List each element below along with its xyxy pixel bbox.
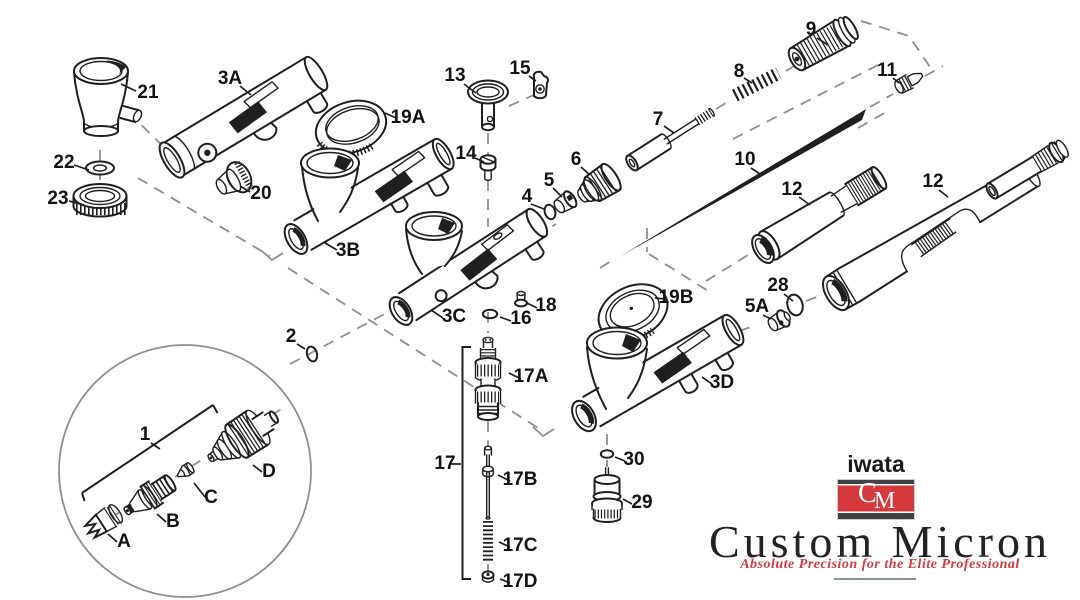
part-3C-cup-funnel	[405, 211, 463, 275]
part-label-16: 16	[510, 308, 531, 329]
part-label-5: 5	[544, 170, 555, 191]
part-3B-cup-funnel	[300, 147, 360, 222]
part-spring-adjuster-9	[787, 15, 859, 72]
part-valve-connector-5A	[767, 309, 791, 332]
part-o-ring-4	[543, 203, 557, 221]
part-label-11: 11	[877, 60, 898, 81]
part-handle-inner-tube	[985, 139, 1069, 200]
part-needle-packing-screw-14	[479, 154, 497, 181]
part-label-B: B	[166, 511, 180, 532]
leader-lines	[68, 37, 949, 584]
part-label-7: 7	[653, 109, 664, 130]
part-cup-nut-23	[72, 183, 128, 218]
part-label-3D: 3D	[710, 372, 734, 393]
part-auxiliary-lever-15	[532, 70, 549, 100]
part-label-3C: 3C	[442, 306, 467, 327]
part-label-17C: 17C	[503, 535, 538, 556]
part-washer-22	[85, 160, 115, 176]
part-label-17A: 17A	[514, 366, 549, 387]
part-label-18: 18	[535, 295, 556, 316]
part-air-valve-29	[591, 467, 623, 523]
part-label-8: 8	[734, 61, 745, 82]
part-label-17D: 17D	[503, 571, 538, 592]
part-air-valve-body-17A	[474, 336, 502, 421]
part-fluid-cup-21	[73, 57, 143, 137]
part-label-29: 29	[631, 492, 652, 513]
part-nozzle-assembly-D	[207, 409, 280, 463]
part-label-15: 15	[509, 58, 531, 79]
part-knob-20	[215, 159, 254, 195]
part-label-D: D	[262, 461, 276, 482]
part-labels: 21 22 23 3A 20 19A 3B 13 15 14 4 5 6 7 8…	[47, 19, 943, 592]
part-label-17B: 17B	[503, 469, 538, 490]
bracket-17	[461, 346, 471, 580]
part-label-A: A	[117, 531, 131, 552]
part-nozzle-cap-6	[577, 162, 622, 203]
part-label-9: 9	[806, 19, 817, 40]
part-needle-chucking-nut-11	[894, 72, 924, 94]
part-nozzle-base-5	[553, 190, 578, 214]
part-label-3B: 3B	[336, 240, 360, 261]
part-label-12b: 12	[922, 171, 943, 192]
part-label-21: 21	[137, 82, 159, 103]
part-label-22: 22	[53, 152, 74, 173]
part-valve-screw-17D	[481, 570, 495, 583]
part-body-3B	[283, 137, 455, 255]
part-needle-chucking-guide-7	[625, 107, 715, 172]
part-label-17: 17	[434, 453, 455, 474]
part-label-5A: 5A	[745, 296, 770, 317]
part-label-19B: 19B	[659, 287, 694, 308]
part-label-28: 28	[767, 275, 788, 296]
part-crown-cap-A	[82, 503, 124, 540]
bracket-1	[81, 404, 219, 502]
part-label-14: 14	[455, 143, 477, 164]
part-label-1: 1	[140, 424, 151, 445]
part-label-23: 23	[47, 188, 68, 209]
part-body-3A	[158, 55, 329, 179]
part-handle-12	[751, 166, 888, 264]
part-o-ring-30	[599, 449, 615, 459]
part-label-4: 4	[522, 186, 533, 207]
part-label-19A: 19A	[391, 107, 426, 128]
part-label-6: 6	[571, 149, 582, 170]
part-label-3A: 3A	[218, 68, 243, 89]
part-screw-18	[514, 290, 528, 308]
part-label-12: 12	[781, 179, 802, 200]
part-main-lever-13	[467, 79, 509, 132]
part-o-ring-16	[481, 308, 499, 320]
part-nozzle-cap-B	[123, 473, 177, 516]
part-label-10: 10	[734, 149, 755, 170]
part-label-20: 20	[250, 183, 271, 204]
part-body-3C	[388, 207, 549, 326]
part-valve-piston-17B	[482, 445, 494, 520]
part-needle-10	[619, 109, 866, 257]
part-o-ring-2	[305, 345, 319, 363]
part-label-C: C	[204, 487, 218, 508]
part-3D-cup-funnel	[586, 326, 648, 410]
nozzle-detail-circle	[58, 344, 312, 598]
part-label-30: 30	[623, 449, 644, 470]
part-label-13: 13	[444, 65, 465, 86]
part-label-2: 2	[286, 326, 297, 347]
part-nozzle-C	[176, 461, 195, 478]
part-o-ring-28	[786, 293, 804, 317]
